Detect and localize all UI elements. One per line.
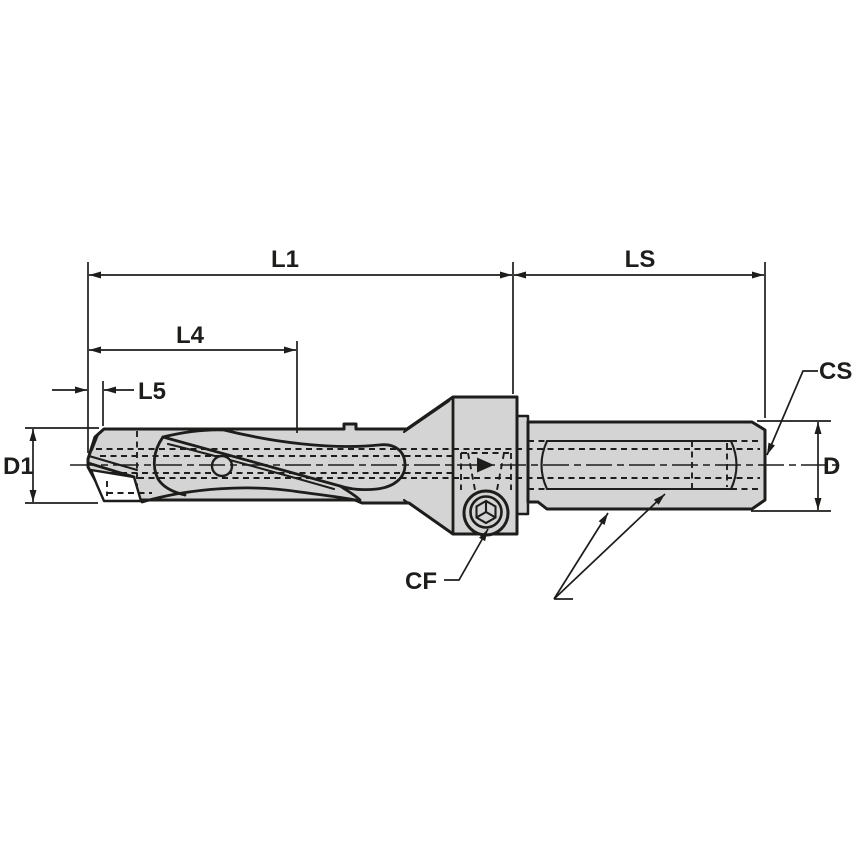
coolant-hole bbox=[210, 454, 234, 478]
dimension-l5: L5 bbox=[52, 378, 166, 405]
flute-band-lower bbox=[166, 442, 336, 491]
flat-left-radius bbox=[540, 439, 549, 491]
drill-tip bbox=[86, 429, 152, 503]
dim-label-cf: CF bbox=[405, 568, 437, 595]
flute-bottom-wave bbox=[140, 486, 357, 504]
flute-band-tail bbox=[338, 484, 362, 502]
dimension-l1: L1 bbox=[89, 246, 512, 279]
leader-cf bbox=[444, 528, 489, 581]
leader-flats-2 bbox=[553, 493, 666, 600]
dim-label-d: D bbox=[823, 453, 840, 480]
taper-margin-bottom bbox=[402, 498, 449, 532]
hex-socket-cube bbox=[475, 499, 497, 525]
taper-margin-top bbox=[402, 399, 451, 434]
orientation-triangle bbox=[477, 457, 494, 473]
dimension-ls: LS bbox=[514, 246, 764, 279]
leader-flats-1 bbox=[553, 512, 609, 600]
callout-cs: CS bbox=[766, 358, 852, 456]
shank-flat bbox=[528, 439, 759, 491]
dim-label-l4: L4 bbox=[176, 322, 205, 349]
cutting-edge-2 bbox=[87, 454, 139, 472]
dimensions: L1 LS L4 L5 D1 D CS bbox=[3, 246, 852, 600]
flute-window bbox=[161, 428, 407, 492]
clamping-collar bbox=[460, 452, 512, 537]
callout-cf: CF bbox=[405, 528, 489, 595]
set-screw bbox=[462, 489, 510, 537]
flute-leaf-cap bbox=[152, 435, 187, 497]
dimension-d1: D1 bbox=[3, 429, 37, 502]
dim-label-d1: D1 bbox=[3, 453, 34, 480]
flute-band-upper bbox=[161, 435, 342, 488]
callout-shank-flats bbox=[553, 493, 666, 600]
dim-label-cs: CS bbox=[819, 358, 852, 385]
flutes bbox=[140, 428, 407, 504]
drill-assembly bbox=[70, 395, 842, 537]
dimension-d: D bbox=[814, 422, 840, 510]
dim-label-l1: L1 bbox=[271, 246, 299, 273]
dim-label-ls: LS bbox=[625, 246, 656, 273]
dim-label-l5: L5 bbox=[138, 378, 166, 405]
dimension-l4: L4 bbox=[89, 322, 296, 354]
insert-edge-wedge bbox=[88, 429, 104, 459]
leader-cs bbox=[766, 370, 818, 456]
